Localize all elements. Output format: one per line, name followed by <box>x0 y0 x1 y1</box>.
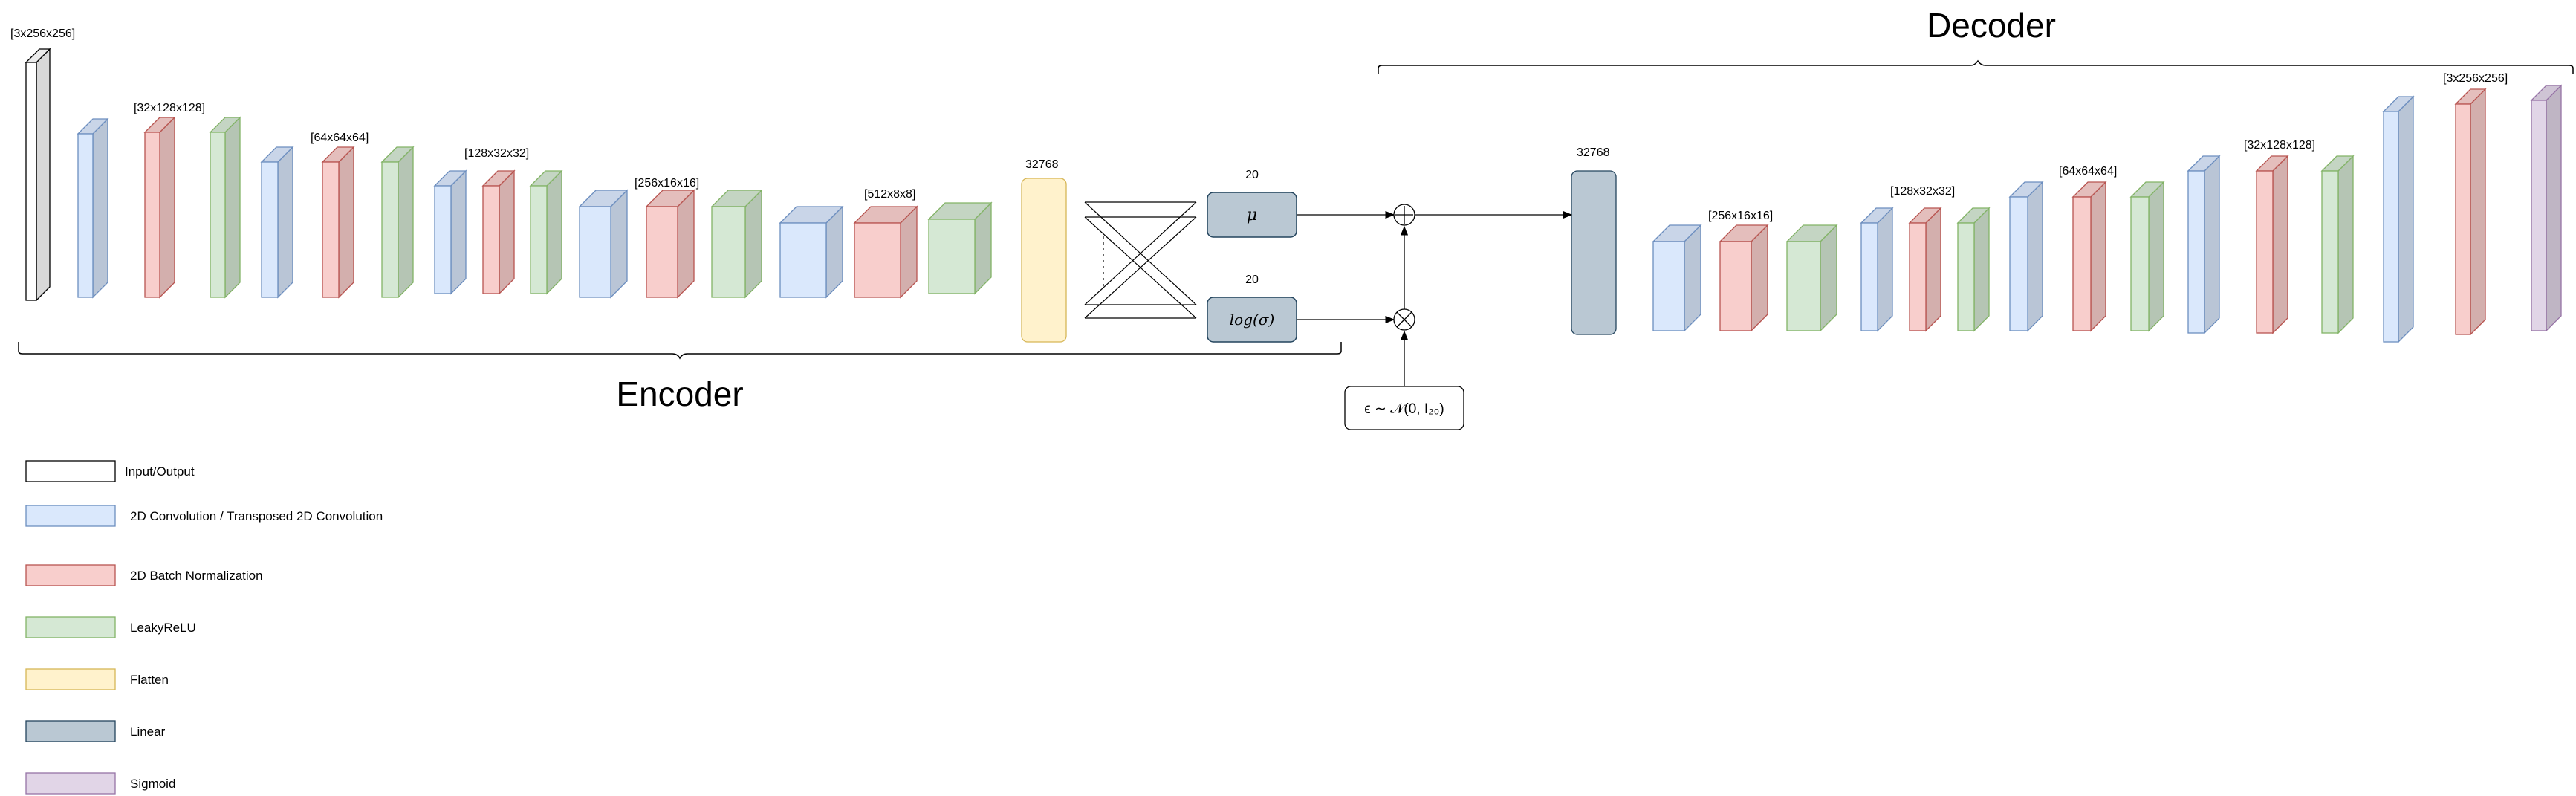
conv-layer-block <box>77 117 109 299</box>
bn-layer-block <box>481 169 516 295</box>
sigmoid-layer-block <box>2530 84 2563 332</box>
legend-swatch <box>25 505 116 527</box>
conv-layer-block <box>433 169 467 295</box>
leaky-layer-block <box>1956 207 1991 332</box>
dim-label-dec1: [256x16x16] <box>1708 210 1773 222</box>
leaky-layer-block <box>529 169 563 295</box>
dim-label-dec4: [32x128x128] <box>2244 139 2315 152</box>
legend-label: Input/Output <box>125 465 195 479</box>
bn-layer-block <box>321 146 355 299</box>
conv-layer-block <box>1652 224 1702 332</box>
bn-layer-block <box>2071 181 2107 332</box>
encoder-brace <box>18 342 1342 360</box>
dim-label-dec3: [64x64x64] <box>2059 165 2117 178</box>
legend-swatch <box>25 772 116 795</box>
bn-layer-block <box>143 116 176 299</box>
decoder-linear-block <box>1571 170 1617 335</box>
encoder-title: Encoder <box>616 375 743 413</box>
legend-swatch <box>25 720 116 742</box>
bn-layer-block <box>1908 207 1942 332</box>
bn-layer-block <box>645 189 695 299</box>
decoder-title: Decoder <box>1927 6 2056 45</box>
logsigma-label: log(σ) <box>1230 311 1275 329</box>
dim-label-input: [3x256x256] <box>10 27 75 40</box>
legend-swatch <box>25 668 116 690</box>
legend-label: Sigmoid <box>130 777 175 791</box>
conv-layer-block <box>2008 181 2044 332</box>
dim-label-output: [3x256x256] <box>2443 72 2508 85</box>
conv-layer-block <box>779 205 844 299</box>
conv-layer-block <box>578 189 629 299</box>
layer-blocks <box>25 48 2563 343</box>
legend-label: 2D Convolution / Transposed 2D Convoluti… <box>130 509 383 523</box>
legend-swatch <box>25 564 116 586</box>
dim-label-enc4: [256x16x16] <box>635 177 699 190</box>
legend: Input/Output 2D Convolution / Transposed … <box>25 460 383 795</box>
flatten-block <box>1021 178 1067 343</box>
conv-layer-block <box>1860 207 1894 332</box>
leaky-layer-block <box>927 201 993 295</box>
legend-label: 2D Batch Normalization <box>130 569 263 583</box>
dim-label-enc1: [32x128x128] <box>134 102 205 114</box>
conv-layer-block <box>2382 95 2415 343</box>
leaky-layer-block <box>380 146 415 299</box>
bn-layer-block <box>1719 224 1769 332</box>
mu-label: μ <box>1247 206 1257 224</box>
bn-layer-block <box>2454 88 2487 336</box>
legend-label: Linear <box>130 725 166 739</box>
dim-label-dec-linear: 32768 <box>1577 146 1610 159</box>
dim-label-enc5: [512x8x8] <box>864 188 915 201</box>
leaky-layer-block <box>2129 181 2165 332</box>
dim-label-enc3: [128x32x32] <box>464 147 529 160</box>
leaky-layer-block <box>1785 224 1838 332</box>
leaky-layer-block <box>710 189 763 299</box>
dim-label-flatten: 32768 <box>1025 158 1059 171</box>
fc-connections <box>1084 201 1197 319</box>
legend-swatch <box>25 616 116 638</box>
leaky-layer-block <box>2320 155 2355 334</box>
io-layer-block <box>25 48 51 302</box>
dim-label-dec2: [128x32x32] <box>1890 185 1955 198</box>
epsilon-label: ϵ ∼ 𝒩(0, I₂₀) <box>1364 401 1444 417</box>
dim-label-mu: 20 <box>1245 169 1259 181</box>
conv-layer-block <box>2187 155 2221 334</box>
dim-label-logsigma: 20 <box>1245 274 1259 286</box>
epsilon-sample-box <box>1344 386 1464 430</box>
conv-layer-block <box>260 146 294 299</box>
decoder-brace <box>1378 59 2574 74</box>
bn-layer-block <box>2255 155 2289 334</box>
legend-swatch <box>25 460 116 482</box>
legend-label: Flatten <box>130 673 169 687</box>
legend-label: LeakyReLU <box>130 621 196 635</box>
dim-label-enc2: [64x64x64] <box>311 132 369 144</box>
bn-layer-block <box>853 205 918 299</box>
leaky-layer-block <box>209 116 241 299</box>
